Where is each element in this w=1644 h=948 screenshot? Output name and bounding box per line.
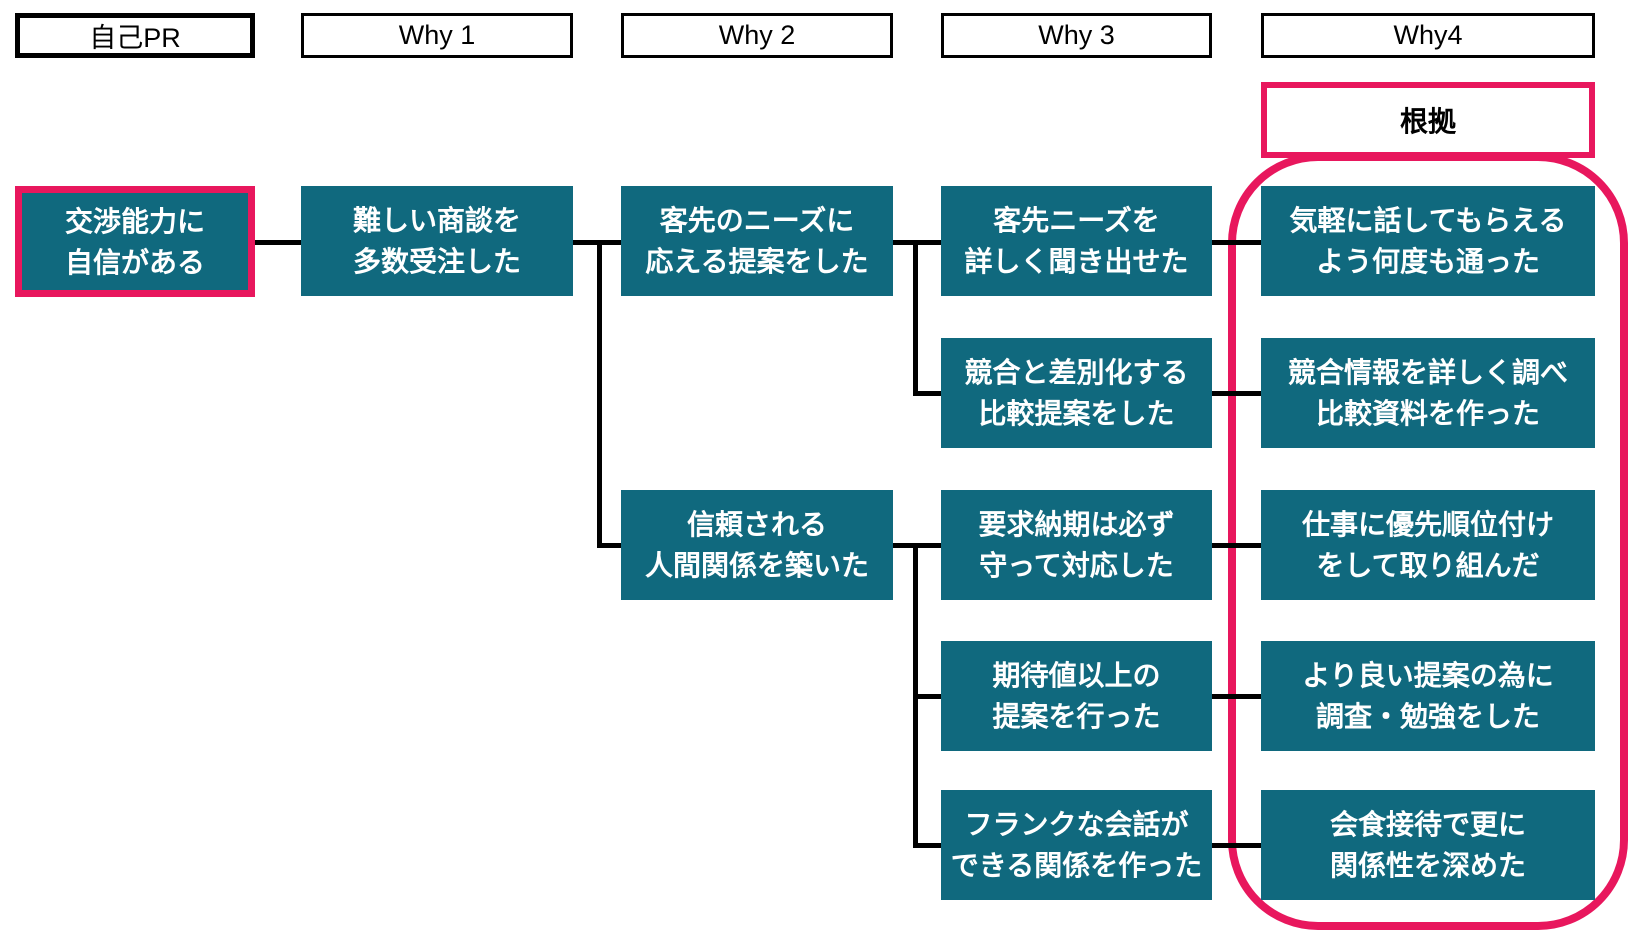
node-why1: 難しい商談を 多数受注した [301,186,573,296]
node-why3-4: 期待値以上の 提案を行った [941,641,1212,751]
node-why4-4: より良い提案の為に 調査・勉強をした [1261,641,1595,751]
node-why4-5: 会食接待で更に 関係性を深めた [1261,790,1595,900]
node-why3-2: 競合と差別化する 比較提案をした [941,338,1212,448]
node-why2-2: 信頼される 人間関係を築いた [621,490,893,600]
node-line: 交渉能力に [64,205,205,237]
node-line: 難しい商談を [352,205,521,236]
node-line: 関係性を深めた [1329,850,1526,881]
connector-why2a-branch-vertical [913,240,918,396]
connector-why3b-why4b [1212,391,1261,396]
column-header-why1: Why 1 [301,13,573,58]
node-line: 客先のニーズに [659,205,855,236]
node-why3-3: 要求納期は必ず 守って対応した [941,490,1212,600]
connector-why2b-why3e [913,843,941,848]
node-line: 提案を行った [992,701,1161,732]
node-line: 守って対応した [979,550,1174,581]
column-header-jiko-pr: 自己PR [15,13,255,58]
node-root-negotiation: 交渉能力に 自信がある [15,186,255,297]
node-line: 比較資料を作った [1315,398,1540,429]
node-line: 会食接待で更に [1329,809,1526,840]
connector-why3c-why4c [1212,543,1261,548]
node-line: 信頼される [686,509,827,540]
column-header-why2: Why 2 [621,13,893,58]
node-why2-1: 客先のニーズに 応える提案をした [621,186,893,296]
node-why3-5: フランクな会話が できる関係を作った [941,790,1212,900]
connector-why1-branch-vertical [597,240,602,548]
connector-why2b-why3d [913,694,941,699]
node-line: 人間関係を築いた [644,550,869,581]
node-line: 比較提案をした [978,398,1175,429]
node-line: 詳しく聞き出せた [964,246,1189,277]
node-line: 期待値以上の [992,660,1161,691]
node-why4-2: 競合情報を詳しく調べ 比較資料を作った [1261,338,1595,448]
node-why4-3: 仕事に優先順位付け をして取り組んだ [1261,490,1595,600]
node-line: 自信がある [64,246,205,278]
node-why4-1: 気軽に話してもらえる よう何度も通った [1261,186,1595,296]
node-line: 競合情報を詳しく調べ [1287,357,1568,388]
node-line: 気軽に話してもらえる [1289,205,1567,236]
column-header-why3: Why 3 [941,13,1212,58]
node-line: より良い提案の為に [1302,660,1554,691]
connector-why3a-why4a [1212,240,1261,245]
node-line: 仕事に優先順位付け [1301,509,1554,540]
node-line: をして取り組んだ [1316,550,1540,581]
column-header-why4: Why4 [1261,13,1595,58]
node-why3-1: 客先ニーズを 詳しく聞き出せた [941,186,1212,296]
evidence-label: 根拠 [1261,82,1595,158]
node-line: よう何度も通った [1315,246,1540,277]
node-line: 競合と差別化する [964,357,1189,388]
connector-why3d-why4d [1212,694,1261,699]
node-line: 応える提案をした [645,246,869,277]
node-line: フランクな会話が [964,809,1189,840]
node-line: 客先ニーズを [993,205,1160,236]
connector-root-why1 [255,240,301,245]
node-line: できる関係を作った [950,850,1203,881]
connector-why2a-why3b [913,391,941,396]
node-line: 多数受注した [352,246,521,277]
connector-why1-why2b [597,543,621,548]
connector-why3e-why4e [1212,843,1261,848]
node-line: 要求納期は必ず [978,509,1175,540]
node-line: 調査・勉強をした [1315,701,1540,732]
